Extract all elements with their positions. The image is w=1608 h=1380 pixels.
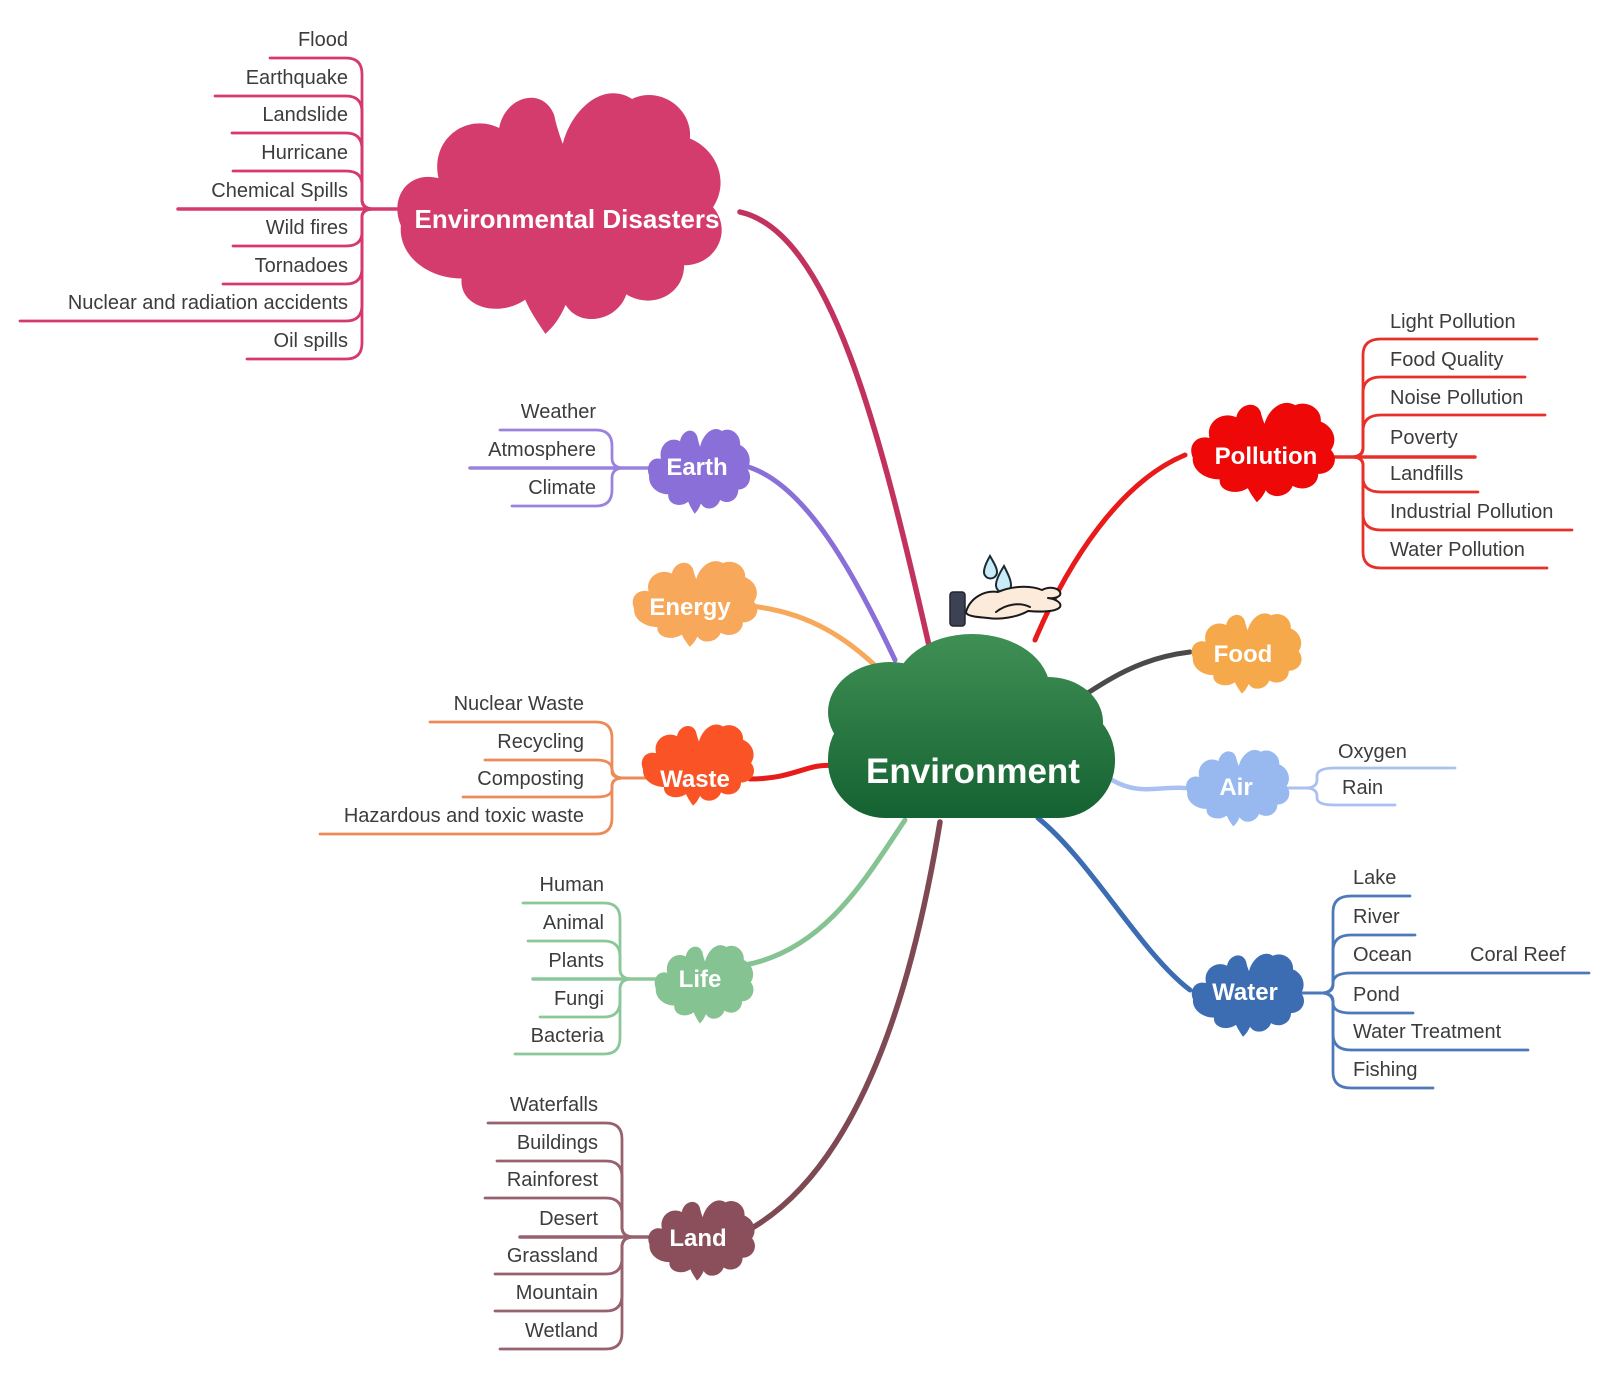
subtopic-poverty[interactable]: Poverty [1390,427,1458,449]
connector-waste [747,762,838,782]
subtopic-lake[interactable]: Lake [1353,867,1397,889]
branch-label-food[interactable]: Food [1213,641,1273,668]
connector-earth [742,463,898,663]
branch-label-pollution[interactable]: Pollution [1214,443,1318,470]
subtopic-rain[interactable]: Rain [1342,777,1384,799]
connector-disasters [737,209,933,653]
subtopic-oxygen[interactable]: Oxygen [1338,741,1407,763]
branch-label-life[interactable]: Life [678,966,722,993]
branch-label-environmental-disasters[interactable]: Environmental Disasters [414,204,720,234]
water-child-lines [1278,894,1591,1090]
air-child-lines [1268,766,1457,807]
subtopic-rainforest[interactable]: Rainforest [506,1169,598,1191]
subtopic-mountain[interactable]: Mountain [515,1282,598,1304]
subtopic-wild-fires[interactable]: Wild fires [265,217,348,239]
subtopic-animal[interactable]: Animal [542,912,604,934]
subtopic-hazardous-waste[interactable]: Hazardous and toxic waste [343,805,584,827]
subtopic-chemical-spills[interactable]: Chemical Spills [211,180,348,202]
connector-energy [747,603,888,678]
thumb-line [995,603,1031,613]
sleeve-cuff [949,591,966,627]
subtopic-coral-reef[interactable]: Coral Reef [1470,944,1566,966]
waste-child-lines [318,720,682,836]
hand-shape [965,585,1062,620]
branch-label-water[interactable]: Water [1212,979,1278,1006]
subtopic-water-pollution[interactable]: Water Pollution [1390,539,1525,561]
connector-water [1035,815,1193,993]
line-climate [510,466,692,508]
subtopic-wetland[interactable]: Wetland [524,1320,598,1342]
branch-label-earth[interactable]: Earth [666,454,728,481]
subtopic-atmosphere[interactable]: Atmosphere [488,439,596,461]
line-oil-spills [245,207,432,361]
line-hazardous-waste [318,776,682,836]
branch-label-air[interactable]: Air [1219,774,1253,801]
water-drop-small [982,553,999,580]
hand-water-icon [949,553,1062,627]
line-wetland [498,1235,692,1351]
subtopic-industrial-pollution[interactable]: Industrial Pollution [1390,501,1554,523]
subtopic-human[interactable]: Human [539,874,604,896]
subtopic-river[interactable]: River [1353,906,1400,928]
subtopic-buildings[interactable]: Buildings [516,1132,598,1154]
subtopic-plants[interactable]: Plants [548,950,604,972]
connector-air [1109,777,1188,792]
subtopic-nuclear-accidents[interactable]: Nuclear and radiation accidents [67,292,348,314]
subtopic-nuclear-waste[interactable]: Nuclear Waste [453,693,584,715]
subtopic-light-pollution[interactable]: Light Pollution [1390,311,1516,333]
subtopic-earthquake[interactable]: Earthquake [245,67,348,89]
line-water-pollution [1298,455,1549,570]
branch-label-energy[interactable]: Energy [649,594,731,621]
subtopic-fungi[interactable]: Fungi [553,988,604,1010]
center-node-cloud[interactable] [828,634,1115,818]
subtopic-tornadoes[interactable]: Tornadoes [254,255,348,277]
subtopic-desert[interactable]: Desert [539,1208,598,1230]
connector-land [742,819,943,1235]
subtopic-climate[interactable]: Climate [528,477,596,499]
subtopic-composting[interactable]: Composting [477,768,584,790]
subtopic-oil-spills[interactable]: Oil spills [273,330,348,352]
subtopic-ocean[interactable]: Ocean [1353,944,1412,966]
connector-pollution [1032,452,1188,643]
subtopic-noise-pollution[interactable]: Noise Pollution [1390,387,1524,409]
branch-connectors [737,209,1193,1235]
subtopic-hurricane[interactable]: Hurricane [261,142,348,164]
connector-life [742,817,908,968]
subtopic-landfills[interactable]: Landfills [1390,463,1464,485]
subtopic-bacteria[interactable]: Bacteria [530,1025,604,1047]
disasters-child-lines [18,56,432,361]
line-fishing [1278,991,1435,1090]
subtopic-landslide[interactable]: Landslide [262,104,348,126]
subtopic-weather[interactable]: Weather [520,401,596,423]
line-bacteria [513,977,702,1056]
center-topic-label[interactable]: Environment [866,752,1080,791]
subtopic-pond[interactable]: Pond [1353,984,1400,1006]
subtopic-flood[interactable]: Flood [297,29,348,51]
branch-label-land[interactable]: Land [669,1225,727,1252]
subtopic-recycling[interactable]: Recycling [497,731,584,753]
pollution-child-lines [1298,337,1574,570]
subtopic-fishing[interactable]: Fishing [1353,1059,1418,1081]
subtopic-grassland[interactable]: Grassland [506,1245,598,1267]
subtopic-waterfalls[interactable]: Waterfalls [509,1094,598,1116]
line-rain [1268,786,1397,807]
subtopic-water-treatment[interactable]: Water Treatment [1353,1021,1502,1043]
branch-label-waste[interactable]: Waste [660,766,730,793]
subtopic-food-quality[interactable]: Food Quality [1390,349,1504,371]
